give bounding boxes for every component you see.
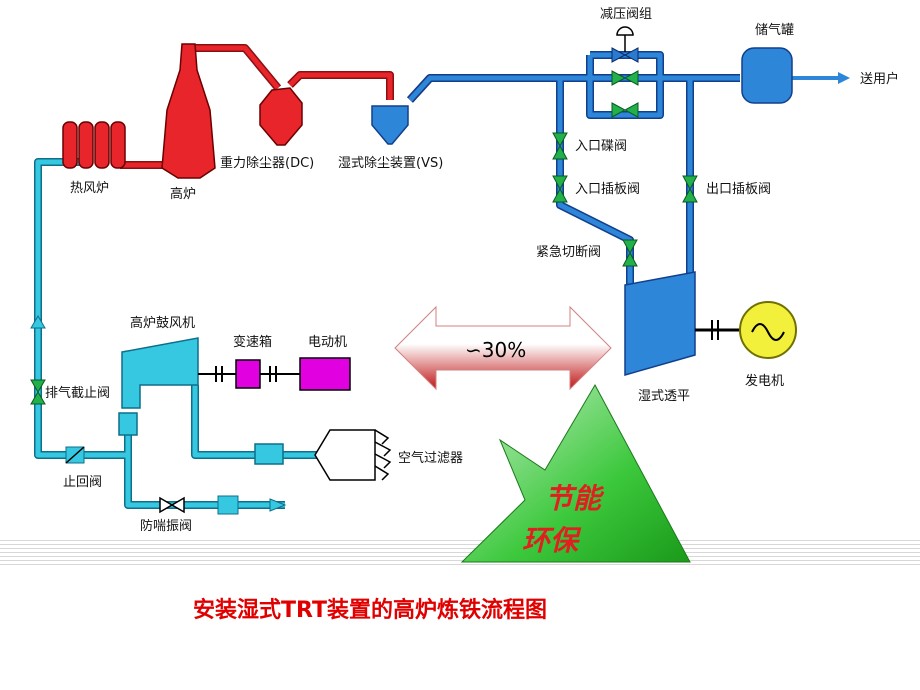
badge-text-line2: 环保: [522, 524, 582, 557]
gearbox-label: 变速箱: [233, 334, 272, 350]
outlet-gate-label: 出口插板阀: [706, 182, 771, 197]
wet-turbine: [624, 271, 696, 376]
badge-text-line1: 节能: [545, 482, 605, 515]
blower-outlet-box: [118, 412, 138, 436]
air-filter-label: 空气过滤器: [398, 450, 463, 466]
air-filter-box: [254, 443, 284, 465]
wet-turbine-label: 湿式透平: [638, 389, 690, 404]
exhaust-stop-valve-label: 排气截止阀: [45, 385, 110, 401]
gas-tank-label: 储气罐: [755, 22, 794, 38]
check-valve-label: 止回阀: [63, 475, 102, 490]
motor: [299, 357, 351, 391]
gravity-dust-collector: [259, 87, 303, 146]
turbine-coupling: [695, 320, 742, 340]
energy-saving-badge: [460, 383, 691, 563]
inlet-butterfly-valve: [552, 132, 568, 160]
blast-furnace-blower: [121, 337, 199, 409]
blast-furnace-label: 高炉: [170, 186, 196, 202]
savings-double-arrow: [394, 305, 612, 391]
air-filter: [314, 429, 376, 481]
generator-label: 发电机: [745, 373, 784, 389]
wet-dust-collector-label: 湿式除尘装置(VS): [338, 156, 443, 171]
emergency-cutoff-valve: [622, 239, 638, 267]
inlet-gate-valve: [552, 175, 568, 203]
hot-blast-stove: [62, 121, 126, 169]
inlet-butterfly-label: 入口碟阀: [575, 139, 627, 154]
anti-surge-valve: [159, 495, 287, 515]
gravity-dust-collector-label: 重力除尘器(DC): [220, 155, 314, 171]
gearbox: [235, 359, 261, 389]
savings-value: ∽30%: [465, 338, 526, 362]
pressure-valve-group-label: 减压阀组: [600, 7, 652, 22]
gas-tank: [741, 47, 793, 104]
to-user-label: 送用户: [860, 71, 899, 87]
motor-label: 电动机: [308, 335, 347, 350]
air-filter-fins: [374, 429, 392, 481]
emergency-cutoff-label: 紧急切断阀: [536, 245, 601, 260]
air-line-arrow-up: [30, 315, 46, 329]
exhaust-stop-valve: [30, 379, 46, 405]
sine-wave-icon: [751, 323, 785, 341]
diagram-caption: 安装湿式TRT装置的高炉炼铁流程图: [193, 598, 547, 623]
outlet-gate-valve: [682, 175, 698, 203]
anti-surge-valve-label: 防喘振阀: [140, 518, 192, 534]
blower-label: 高炉鼓风机: [130, 315, 195, 331]
check-valve: [65, 446, 85, 464]
pressure-valve-group: [611, 26, 639, 118]
inlet-gate-label: 入口插板阀: [575, 182, 640, 197]
blast-furnace: [161, 43, 216, 179]
wet-dust-collector: [371, 105, 409, 145]
hot-blast-stove-label: 热风炉: [70, 181, 109, 196]
